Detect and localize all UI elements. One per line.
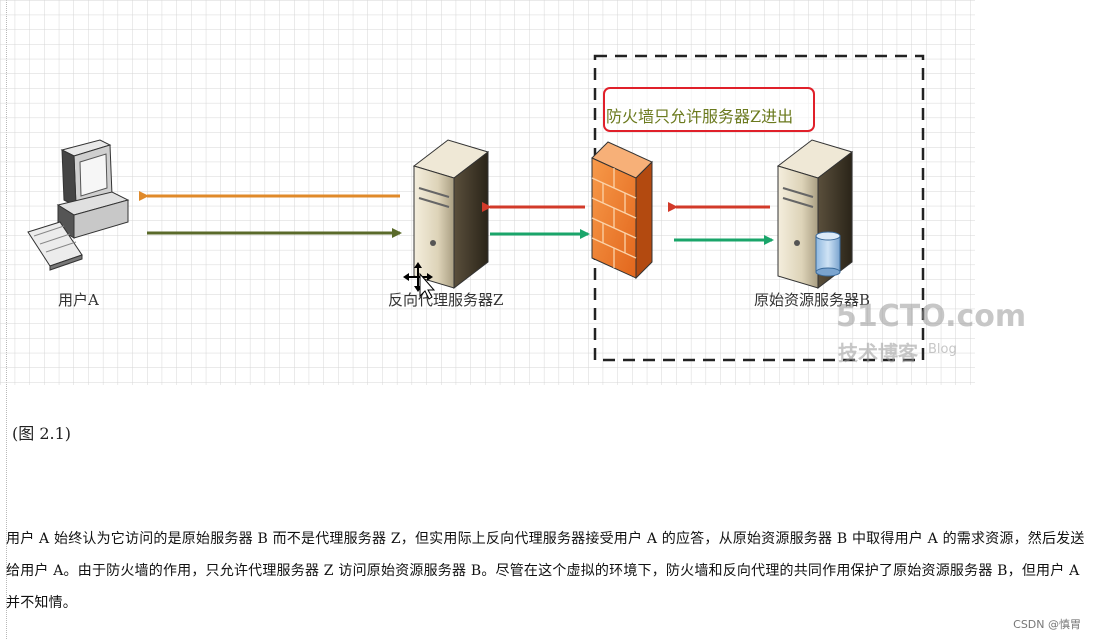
proxy-server-icon [412,139,490,290]
database-icon [815,231,841,277]
origin-server-icon [776,139,854,290]
reverse-proxy-diagram: 防火墙只允许服务器Z进出 用户A 反向代理服务器Z [0,0,1026,385]
svg-text:51CTO.com: 51CTO.com [836,299,1026,334]
description-paragraph: 用户 A 始终认为它访问的是原始服务器 B 而不是代理服务器 Z，但实用际上反向… [6,531,1085,611]
figure-caption: (图 2.1) [12,424,72,443]
origin-label: 原始资源服务器B [754,291,870,309]
51cto-watermark-logo: 51CTO.com 技术博客 Blog [836,299,1026,365]
svg-text:Blog: Blog [928,342,957,357]
firewall-note-box [603,87,815,132]
firewall-note-text: 防火墙只允许服务器Z进出 [606,107,793,126]
user-computer-icon [27,139,130,271]
proxy-label: 反向代理服务器Z [388,291,503,309]
firewall-icon [591,141,653,280]
svg-text:技术博客: 技术博客 [838,341,919,365]
user-label: 用户A [58,291,99,309]
move-cursor-icon [403,262,436,300]
csdn-watermark: CSDN @慎胃 [1013,618,1081,631]
